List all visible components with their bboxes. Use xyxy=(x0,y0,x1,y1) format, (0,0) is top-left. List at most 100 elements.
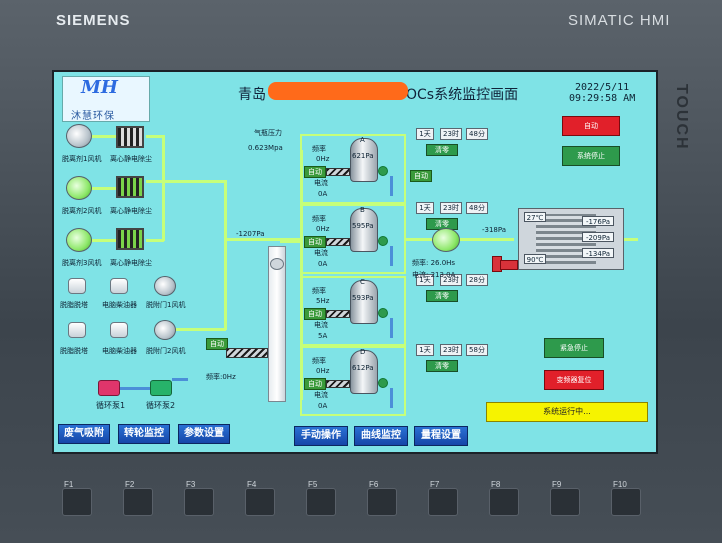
pipe xyxy=(162,135,165,241)
tank-id: D xyxy=(360,348,366,356)
drain-pipe xyxy=(390,388,393,408)
unit-auto-button[interactable]: 自动 xyxy=(304,166,326,178)
timer-hour[interactable]: 23时 xyxy=(440,274,462,286)
pipe xyxy=(406,238,432,241)
function-key-button[interactable] xyxy=(611,488,641,516)
function-key-button[interactable] xyxy=(306,488,336,516)
pipe xyxy=(146,180,224,183)
pump-2-label: 循环泵2 xyxy=(146,401,176,410)
function-key-button[interactable] xyxy=(550,488,580,516)
water-pipe xyxy=(120,387,150,390)
unit-auto-button[interactable]: 自动 xyxy=(304,308,326,320)
timer-day[interactable]: 1天 xyxy=(416,274,434,286)
fkey-label: F4 xyxy=(247,480,257,489)
nav-rotor-monitor-button[interactable]: 转轮监控 xyxy=(118,424,170,444)
nav-curve-monitor-button[interactable]: 曲线监控 xyxy=(354,426,408,446)
desorb-fan-1-icon[interactable] xyxy=(154,276,176,296)
timer-hour[interactable]: 23时 xyxy=(440,202,462,214)
unit-auto-button[interactable]: 自动 xyxy=(304,378,326,390)
heater-2-icon xyxy=(110,322,128,338)
function-key-button[interactable] xyxy=(62,488,92,516)
pipe xyxy=(286,238,302,241)
freq-label: 频率 xyxy=(312,357,326,365)
fan-2-icon[interactable] xyxy=(66,176,92,200)
timer-hour[interactable]: 23时 xyxy=(440,128,462,140)
function-key-button[interactable] xyxy=(428,488,458,516)
function-key-button[interactable] xyxy=(489,488,519,516)
brand-logo: SIEMENS xyxy=(56,12,131,29)
fkey-label: F10 xyxy=(613,480,627,489)
current-label: 电流 xyxy=(314,321,328,329)
timer-min[interactable]: 48分 xyxy=(466,128,488,140)
auto-button[interactable]: 自动 xyxy=(562,116,620,136)
timer-min[interactable]: 28分 xyxy=(466,274,488,286)
redaction-mark xyxy=(268,82,408,100)
fan-1-label: 脱离剂1风机 xyxy=(62,155,102,163)
fkey-label: F9 xyxy=(552,480,562,489)
screw-icon xyxy=(326,168,350,176)
nav-range-settings-button[interactable]: 量程设置 xyxy=(414,426,468,446)
row5-label-3: 脱附门2风机 xyxy=(146,347,186,355)
timer-reset-button[interactable]: 清零 xyxy=(426,290,458,302)
function-key-button[interactable] xyxy=(184,488,214,516)
pipe xyxy=(146,239,164,242)
function-key-button[interactable] xyxy=(245,488,275,516)
timer-day[interactable]: 1天 xyxy=(416,202,434,214)
fan-3-label: 脱离剂3风机 xyxy=(62,259,102,267)
pipe xyxy=(224,238,300,241)
emergency-stop-button[interactable]: 紧急停止 xyxy=(544,338,604,358)
timer-hour[interactable]: 23时 xyxy=(440,344,462,356)
timer-min[interactable]: 58分 xyxy=(466,344,488,356)
timer-reset-button[interactable]: 清零 xyxy=(426,144,458,156)
circulation-pump-2-icon[interactable] xyxy=(150,380,172,396)
nav-exhaust-adsorption-button[interactable]: 废气吸附 xyxy=(58,424,110,444)
filter-3-label: 离心静电除尘 xyxy=(110,259,152,267)
time-text: 09:29:58 AM xyxy=(569,93,636,104)
nav-parameter-settings-button[interactable]: 参数设置 xyxy=(178,424,230,444)
function-key-button[interactable] xyxy=(123,488,153,516)
pressure-3: -134Pa xyxy=(582,248,614,258)
screw-auto-button[interactable]: 自动 xyxy=(206,338,228,350)
fkey-label: F1 xyxy=(64,480,74,489)
desorb-fan-2-icon[interactable] xyxy=(154,320,176,340)
timer-min[interactable]: 48分 xyxy=(466,202,488,214)
adsorption-unit-frame xyxy=(300,134,406,204)
adsorption-tank-icon xyxy=(350,138,378,182)
system-stop-button[interactable]: 系统停止 xyxy=(562,146,620,166)
unit-auto-button[interactable]: 自动 xyxy=(304,236,326,248)
desorb-tower-2-icon xyxy=(68,322,86,338)
main-fan-auto-button[interactable]: 自动 xyxy=(410,170,432,182)
timer-day[interactable]: 1天 xyxy=(416,344,434,356)
tower-fan-icon xyxy=(270,258,284,270)
fan-1-icon[interactable] xyxy=(66,124,92,148)
current-value: 0A xyxy=(318,260,328,268)
freq-value: 0Hz xyxy=(316,155,330,163)
motor-icon xyxy=(378,308,388,318)
pipe xyxy=(154,328,226,331)
screw-freq: 频率:0Hz xyxy=(206,373,236,381)
company-logo: MH 沐慧环保 xyxy=(62,76,150,122)
pipe xyxy=(280,240,300,243)
outlet-pressure: -318Pa xyxy=(482,226,507,234)
adsorption-unit-frame xyxy=(300,204,406,274)
tank-pressure: 593Pa xyxy=(352,294,374,302)
vfd-reset-button[interactable]: 变频器复位 xyxy=(544,370,604,390)
adsorption-tank-icon xyxy=(350,280,378,324)
function-key-button[interactable] xyxy=(367,488,397,516)
filter-2-label: 离心静电除尘 xyxy=(110,207,152,215)
fkey-label: F3 xyxy=(186,480,196,489)
fan-3-icon[interactable] xyxy=(66,228,92,252)
nav-manual-operation-button[interactable]: 手动操作 xyxy=(294,426,348,446)
main-exhaust-fan-icon[interactable] xyxy=(432,228,460,252)
logo-mark: MH xyxy=(81,77,118,98)
row4-label-1: 脱脂脱塔 xyxy=(60,301,88,309)
timer-reset-button[interactable]: 清零 xyxy=(426,360,458,372)
drain-pipe xyxy=(390,246,393,266)
circulation-pump-1-icon[interactable] xyxy=(98,380,120,396)
gas-pressure-value: 0.623Mpa xyxy=(248,144,283,152)
timer-day[interactable]: 1天 xyxy=(416,128,434,140)
freq-value: 0Hz xyxy=(316,225,330,233)
current-value: 0A xyxy=(318,190,328,198)
